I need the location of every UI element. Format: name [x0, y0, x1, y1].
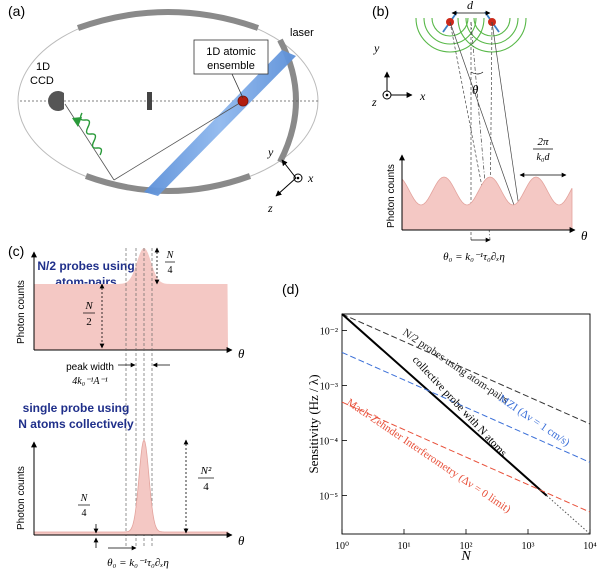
d-series-line-3	[341, 401, 591, 513]
axis-b-y-label: y	[373, 41, 380, 55]
period-den: k₀d	[537, 152, 551, 163]
d-xlabel: N	[460, 549, 471, 564]
photon-arrowhead	[72, 117, 82, 127]
mirror-bottom	[84, 173, 252, 194]
c-top-distribution	[34, 248, 228, 350]
period-num: 2π	[537, 136, 549, 148]
d-series	[341, 313, 591, 535]
d-series-line-1	[341, 313, 548, 497]
photon-wave	[79, 112, 103, 156]
angle-label: θ	[472, 82, 479, 97]
ensemble-label-1: 1D atomic	[206, 46, 256, 58]
axis-a-x-dot	[296, 176, 300, 180]
d-x-tick-label: 10²	[460, 541, 473, 552]
c-top-xlabel: θ	[238, 346, 245, 361]
d-x-tick-label: 10⁴	[583, 541, 597, 552]
c-bottom-distribution	[33, 439, 229, 536]
d-y-tick-label: 10⁻³	[320, 382, 338, 393]
b-theta0-label: θ₀ = k₀⁻¹τ₀∂ₓη	[443, 251, 505, 263]
c-top-peak-num: N	[166, 250, 175, 261]
c-top-level-den: 2	[86, 316, 92, 328]
b-ylabel: Photon counts	[386, 164, 397, 228]
c-bottom-xlabel: θ	[238, 533, 245, 548]
c-bottom-peak-num: N²	[200, 465, 212, 477]
b-xlabel: θ	[581, 228, 588, 243]
peak-width-formula: 4k₀⁻¹A⁻¹	[72, 376, 108, 387]
c-top-peak-den: 4	[168, 265, 173, 276]
c-bottom-level-num: N	[80, 493, 89, 504]
laser-beam	[144, 50, 296, 196]
panel-c-label: (c)	[8, 243, 24, 259]
ccd-label-2: CCD	[30, 75, 54, 87]
c-bottom-title-1: single probe using	[23, 401, 130, 415]
d-y-tick-label: 10⁻⁵	[319, 492, 338, 503]
axis-a-x-label: x	[307, 171, 314, 185]
ensemble-label-2: ensemble	[207, 60, 255, 72]
axis-a-x-circle	[293, 173, 303, 183]
ray-2	[113, 100, 244, 181]
c-bottom-title-2: N atoms collectively	[18, 417, 134, 431]
c-bottom-ylabel: Photon counts	[16, 466, 27, 530]
ccd-label-1: 1D	[36, 61, 50, 73]
mirror-top	[76, 9, 260, 31]
d-series-line-2	[341, 351, 591, 463]
peak-width-label: peak width	[66, 362, 114, 373]
d-y-tick-label: 10⁻⁴	[319, 437, 338, 448]
interference-pattern	[401, 176, 573, 231]
panel-a: (a) 1D CCD 1D atomic ensemble laser	[8, 3, 319, 215]
d-y-tick-label: 10⁻²	[320, 327, 338, 338]
ensemble-callout-box	[193, 39, 269, 75]
c-bottom-peak-den: 4	[203, 481, 209, 493]
panel-b-label: (b)	[372, 3, 389, 19]
atomic-ensemble	[237, 95, 249, 107]
axis-b-z-dot	[385, 93, 389, 97]
d-ylabel: Sensitivity (Hz / λ)	[306, 374, 321, 473]
axis-a-y-label: y	[267, 145, 274, 159]
panel-d-label: (d)	[282, 281, 299, 297]
c-theta0-label: θ₀ = k₀⁻¹τ₀∂ₓη	[107, 557, 169, 569]
d-series-line-4	[546, 495, 591, 535]
laser-label: laser	[290, 27, 314, 39]
slit	[147, 92, 152, 110]
axis-a-z	[275, 177, 297, 197]
panel-a-label: (a)	[8, 3, 25, 19]
axis-a-y	[281, 159, 297, 179]
axis-b-z-label: z	[371, 95, 377, 109]
panel-d: (d) 10⁰ 10¹ 10² 10³ 10⁴ 10⁻⁵ 10⁻⁴ 10⁻³ 10⁻² N Se…	[282, 281, 597, 564]
d-x-tick-label: 10³	[522, 541, 535, 552]
c-top-title-1: N/2 probes using	[37, 259, 134, 273]
d-ticks: 10⁰ 10¹ 10² 10³ 10⁴ 10⁻⁵ 10⁻⁴ 10⁻³ 10⁻²	[319, 327, 597, 552]
c-top-ylabel: Photon counts	[16, 280, 27, 344]
distance-label: d	[467, 0, 474, 12]
c-bottom-level-den: 4	[82, 508, 87, 519]
d-x-tick-label: 10⁰	[335, 541, 349, 552]
axis-a-z-label: z	[267, 201, 273, 215]
panel-b: (b) d θ y	[371, 0, 588, 263]
angle-arc	[470, 71, 484, 75]
ray-1	[64, 103, 115, 181]
ccd-detector-icon	[48, 91, 64, 111]
ensemble-callout-line	[231, 73, 244, 99]
d-series-line-0	[341, 313, 591, 425]
d-x-tick-label: 10¹	[398, 541, 411, 552]
c-top-level-num: N	[84, 300, 93, 312]
panel-c: (c) N/2 probes using atom-pairs Photon c…	[8, 243, 245, 569]
axis-b-x-label: x	[419, 89, 426, 103]
